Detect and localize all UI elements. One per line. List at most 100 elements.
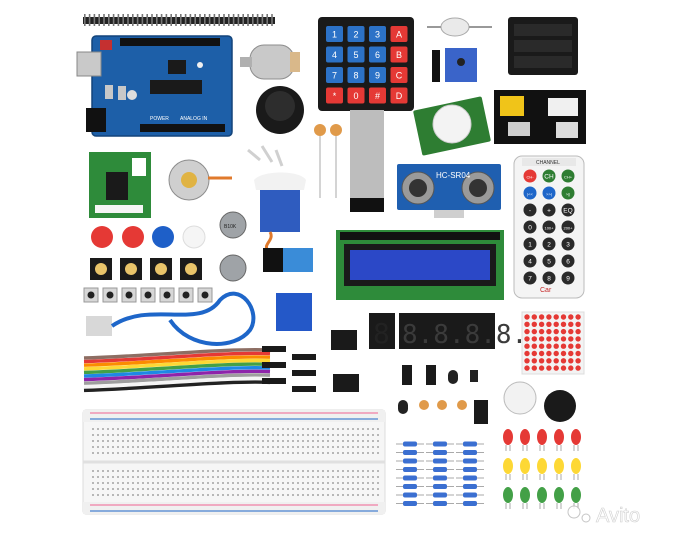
jumper-wire: [83, 358, 271, 371]
thermistors: [419, 400, 467, 410]
slide-switches: [331, 330, 359, 392]
keypad-key: [369, 87, 386, 104]
remote-button-label: CH+: [564, 175, 573, 180]
remote-button-label: 2: [547, 242, 551, 249]
keypad-key: [390, 87, 408, 104]
led: [571, 429, 581, 445]
resistor: [433, 458, 447, 464]
remote-button: [523, 271, 537, 285]
keypad-key-label: 0: [353, 91, 358, 101]
accelerometer-module: [432, 48, 477, 82]
keypad-key: [347, 67, 365, 83]
remote-button-label: 5: [547, 259, 551, 266]
remote-button-label: >||: [566, 192, 570, 197]
remote-button-label: CH: [544, 174, 554, 181]
potentiometers: B10K: [219, 211, 247, 282]
remote-button-label: 8: [547, 276, 551, 283]
keypad-key-label: 8: [353, 71, 358, 81]
remote-button: [523, 169, 537, 183]
led: [503, 429, 513, 445]
remote-button-label: 7: [528, 276, 532, 283]
resistor: [463, 475, 477, 481]
battery-holder: [508, 17, 578, 75]
seven-seg-single-value: 8: [373, 317, 390, 350]
remote-button-label: >>|: [546, 192, 552, 197]
stepper-driver-board: [89, 152, 151, 218]
watermark-logo: Avito: [567, 505, 640, 527]
dht-sensor: [263, 248, 313, 272]
remote-button: [561, 203, 575, 217]
remote-button: [542, 203, 556, 217]
keypad-key-label: B: [396, 50, 402, 60]
remote-button-label: EQ: [563, 208, 572, 215]
remote-button-label: 1: [528, 242, 532, 249]
keypad-key: [326, 26, 343, 42]
keypad-key: [390, 46, 408, 63]
resistor: [463, 458, 477, 464]
buzzers: [503, 381, 576, 422]
ultrasonic-sensor: HC-SR04: [397, 164, 501, 218]
keypad-key-label: #: [375, 91, 380, 101]
keypad-key-label: 1: [332, 30, 337, 40]
remote-button: [561, 220, 575, 234]
remote-button-label: 0: [528, 225, 532, 232]
keypad-key: [347, 26, 365, 42]
watermark-text: Avito: [596, 505, 640, 527]
remote-button: [561, 271, 575, 285]
stepper-motor: [168, 159, 232, 201]
keypad-key: [326, 87, 343, 104]
led: [537, 429, 547, 445]
led: [537, 487, 547, 503]
resistor: [403, 450, 417, 455]
remote-button-label: 9: [566, 276, 570, 283]
resistor: [403, 475, 417, 481]
jumper-wire: [83, 369, 271, 382]
jumper-wire: [83, 366, 271, 378]
tactile-buttons-small: [83, 287, 213, 303]
led: [537, 458, 547, 474]
ultrasonic-model-label: HC-SR04: [436, 171, 471, 180]
resistor: [463, 441, 477, 447]
tactile-buttons-large: [90, 258, 202, 280]
keypad-key: [326, 46, 343, 63]
keypad-key: [369, 67, 386, 83]
led: [520, 487, 530, 503]
remote-button: [542, 220, 556, 234]
seven-segment-1digit: 8: [369, 313, 395, 350]
resistor: [433, 484, 447, 489]
relay-module: [276, 293, 312, 331]
resistors: [396, 441, 484, 506]
led: [554, 429, 564, 445]
keypad-key: [390, 26, 408, 42]
remote-header-label: CHANNEL: [536, 160, 560, 166]
remote-button-label: 200+: [563, 226, 573, 231]
led: [571, 458, 581, 474]
led: [503, 487, 513, 503]
remote-button: [561, 254, 575, 268]
arduino-power-label: POWER: [150, 116, 169, 122]
remote-brand-label: Car: [540, 287, 552, 294]
resistor: [433, 492, 447, 498]
led: [554, 458, 564, 474]
remote-button-label: 100+: [544, 226, 554, 231]
jumper-wire: [83, 351, 271, 364]
resistor: [463, 492, 477, 498]
jumper-wire-ribbon: [83, 346, 316, 393]
resistor: [463, 467, 477, 472]
keypad-key-label: 7: [332, 71, 337, 81]
keypad-key-label: 4: [332, 50, 337, 60]
remote-button-label: -: [529, 208, 531, 215]
keypad-key-label: C: [396, 71, 403, 81]
remote-button: [523, 220, 537, 234]
potentiometer-label: B10K: [224, 224, 237, 230]
remote-button: [523, 237, 537, 251]
resistor: [403, 484, 417, 489]
remote-button: [542, 254, 556, 268]
keypad-key-label: D: [396, 91, 403, 101]
led: [503, 458, 513, 474]
remote-button: [542, 169, 556, 183]
dc-motor: [240, 44, 300, 80]
keypad-key: [369, 46, 386, 63]
usb-cable: [86, 291, 256, 346]
remote-button-label: CH-: [526, 175, 534, 180]
